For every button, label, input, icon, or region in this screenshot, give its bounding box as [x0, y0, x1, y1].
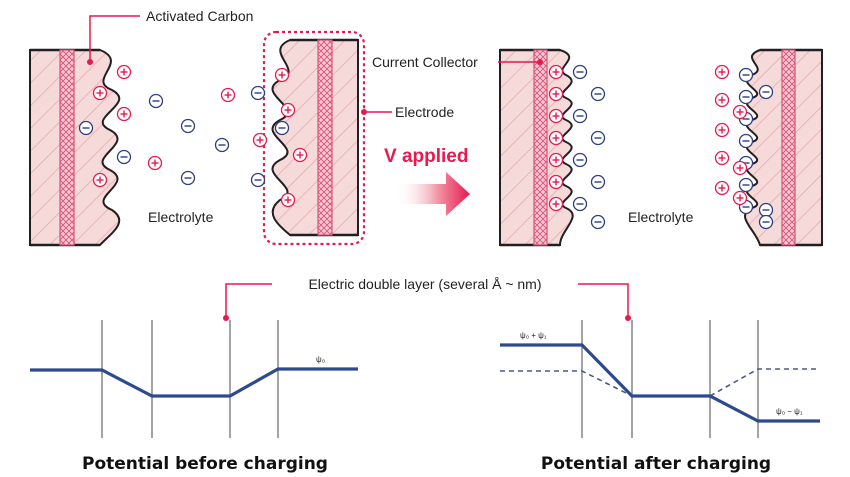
- circled-plus-icon: [220, 87, 236, 103]
- circled-minus-icon: [180, 170, 196, 186]
- double-layer-label: Electric double layer (several Å ~ nm): [308, 276, 541, 292]
- potential-after-plot: ψ₀ + ψ₁ ψ₀ − ψ₁: [500, 320, 820, 438]
- psi0-label: ψ₀: [316, 355, 325, 364]
- activated-carbon-label: Activated Carbon: [146, 8, 253, 24]
- ions-after: [548, 64, 774, 230]
- circled-plus-icon: [548, 174, 564, 190]
- right-electrode-before: [271, 38, 359, 237]
- current-collector: [317, 39, 333, 236]
- circled-minus-icon: [116, 149, 132, 165]
- right-electrode-after: [744, 48, 823, 247]
- circled-minus-icon: [274, 120, 290, 136]
- circled-minus-icon: [214, 137, 230, 153]
- potential-curve-reference: [500, 368, 820, 397]
- circled-plus-icon: [92, 85, 108, 101]
- v-applied-label: V applied: [384, 146, 468, 167]
- v-applied-group: V applied: [384, 146, 470, 216]
- current-collector-label: Current Collector: [372, 54, 478, 70]
- circled-minus-icon: [572, 108, 588, 124]
- circled-plus-icon: [714, 64, 730, 80]
- right-arrow-icon: [396, 172, 470, 216]
- circled-minus-icon: [590, 86, 606, 102]
- circled-plus-icon: [714, 180, 730, 196]
- double-layer-callout: Electric double layer (several Å ~ nm): [223, 276, 631, 321]
- circled-minus-icon: [758, 202, 774, 218]
- circled-minus-icon: [180, 118, 196, 134]
- circled-plus-icon: [548, 86, 564, 102]
- circled-minus-icon: [758, 84, 774, 100]
- circled-plus-icon: [280, 192, 296, 208]
- circled-plus-icon: [714, 92, 730, 108]
- circled-minus-icon: [738, 133, 754, 149]
- potential-curve-before: [30, 367, 358, 398]
- circled-plus-icon: [280, 102, 296, 118]
- left-electrode-before: [29, 48, 121, 247]
- psi0-minus-psi1-label: ψ₀ − ψ₁: [776, 407, 803, 416]
- electrode-callout: Electrode: [361, 104, 454, 120]
- activated-carbon-callout: Activated Carbon: [87, 8, 253, 65]
- circled-minus-icon: [250, 85, 266, 101]
- current-collector: [59, 49, 75, 246]
- circled-minus-icon: [738, 177, 754, 193]
- circled-minus-icon: [590, 174, 606, 190]
- ions-before: [78, 64, 308, 208]
- electrolyte-label-right: Electrolyte: [628, 209, 694, 225]
- circled-plus-icon: [274, 67, 290, 83]
- caption-after: Potential after charging: [541, 454, 771, 474]
- circled-minus-icon: [758, 214, 774, 230]
- electrode-label: Electrode: [395, 104, 454, 120]
- circled-plus-icon: [714, 150, 730, 166]
- circled-plus-icon: [714, 122, 730, 138]
- circled-plus-icon: [732, 104, 748, 120]
- circled-plus-icon: [116, 106, 132, 122]
- left-electrode-after: [499, 48, 574, 247]
- circled-plus-icon: [92, 172, 108, 188]
- potential-before-plot: ψ₀: [30, 320, 358, 438]
- potential-curve-after: [500, 343, 820, 423]
- psi0-plus-psi1-label: ψ₀ + ψ₁: [520, 331, 547, 340]
- circled-plus-icon: [548, 152, 564, 168]
- circled-plus-icon: [732, 190, 748, 206]
- circled-plus-icon: [732, 160, 748, 176]
- current-collector: [533, 49, 548, 246]
- circled-minus-icon: [572, 152, 588, 168]
- circled-minus-icon: [250, 172, 266, 188]
- circled-plus-icon: [292, 147, 308, 163]
- circled-plus-icon: [548, 108, 564, 124]
- electrode-highlight-box: [262, 30, 366, 246]
- circled-plus-icon: [147, 155, 163, 171]
- current-collector: [781, 49, 796, 246]
- circled-minus-icon: [148, 93, 164, 109]
- circled-minus-icon: [738, 67, 754, 83]
- circled-plus-icon: [116, 64, 132, 80]
- circled-minus-icon: [572, 196, 588, 212]
- circled-plus-icon: [548, 130, 564, 146]
- circled-minus-icon: [590, 214, 606, 230]
- circled-minus-icon: [738, 89, 754, 105]
- circled-plus-icon: [548, 196, 564, 212]
- circled-minus-icon: [590, 130, 606, 146]
- circled-plus-icon: [548, 64, 564, 80]
- electrolyte-label-left: Electrolyte: [148, 209, 214, 225]
- current-collector-callout: Current Collector: [372, 54, 543, 70]
- circled-minus-icon: [78, 120, 94, 136]
- circled-plus-icon: [252, 132, 268, 148]
- caption-before: Potential before charging: [82, 454, 328, 474]
- circled-minus-icon: [572, 64, 588, 80]
